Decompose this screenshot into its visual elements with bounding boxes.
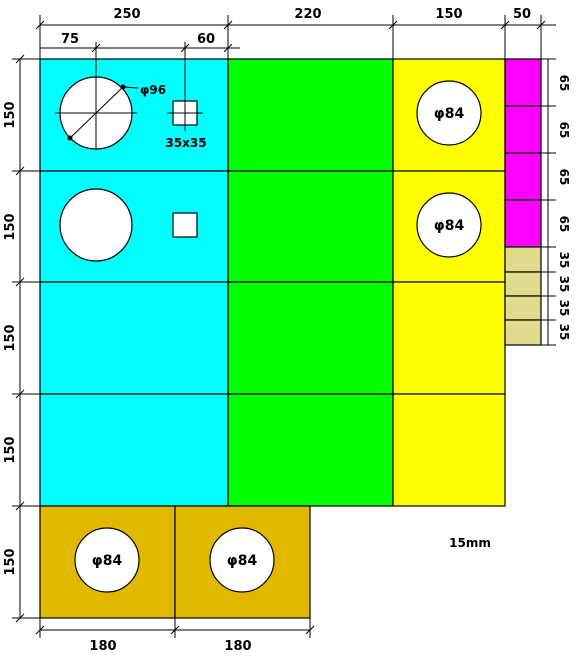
hole-84-yellow-2 <box>416 192 482 258</box>
right-dim-khaki-1: 35 <box>557 252 571 269</box>
khaki-strip-2 <box>504 271 542 297</box>
mustard-panel-2 <box>174 505 311 619</box>
leader-dot-2 <box>67 135 73 141</box>
left-dim-1: 150 <box>3 101 18 128</box>
left-dim-4: 150 <box>3 436 18 463</box>
bottom-dim-1: 180 <box>89 639 116 654</box>
dia84-label-1: φ84 <box>434 106 465 122</box>
right-dim-magenta-2: 65 <box>557 122 571 139</box>
square-label: 35x35 <box>165 136 206 150</box>
cyan-panel-row-3 <box>39 281 229 395</box>
yellow-panel-row-3 <box>392 281 506 395</box>
panel-grid <box>39 58 542 619</box>
right-dim-magenta-4: 65 <box>557 216 571 233</box>
hole-84-mustard-1 <box>74 527 140 593</box>
right-dim-khaki-2: 35 <box>557 276 571 293</box>
left-dim-3: 150 <box>3 324 18 351</box>
top-dim-4: 50 <box>513 7 531 22</box>
hole-labels: φ96 35x35 φ84 φ84 φ84 φ84 15mm <box>92 83 491 569</box>
top-dim-1: 250 <box>113 7 140 22</box>
hole-96-row-2 <box>59 188 133 262</box>
hole-84-yellow-1 <box>416 80 482 146</box>
left-dim-2: 150 <box>3 213 18 240</box>
magenta-strip-1 <box>504 58 542 107</box>
hole-84-mustard-2 <box>209 527 275 593</box>
hole-construction-lines <box>55 70 203 150</box>
bottom-dim-2: 180 <box>224 639 251 654</box>
khaki-strip-4 <box>504 319 542 346</box>
right-dim-khaki-3: 35 <box>557 300 571 317</box>
square-hole-row-2 <box>172 212 198 238</box>
yellow-panel-row-4 <box>392 393 506 507</box>
dia84-label-3: φ84 <box>92 553 123 569</box>
green-panel-row-4 <box>227 393 394 507</box>
top-dim-2: 220 <box>294 7 321 22</box>
top-dim-3: 150 <box>435 7 462 22</box>
dia84-label-4: φ84 <box>227 553 258 569</box>
leader-dot-1 <box>120 84 126 90</box>
sub-dim-2: 60 <box>197 32 215 47</box>
green-panel-row-3 <box>227 281 394 395</box>
green-panel-row-2 <box>227 170 394 283</box>
green-panel-row-1 <box>227 58 394 172</box>
dia96-label: φ96 <box>140 83 166 97</box>
dimension-lines <box>12 15 556 638</box>
right-dim-magenta-3: 65 <box>557 169 571 186</box>
dimension-labels: 250 220 150 50 75 60 150 150 150 150 150… <box>3 7 571 654</box>
magenta-strip-2 <box>504 105 542 154</box>
right-dim-magenta-1: 65 <box>557 75 571 92</box>
cyan-panel-row-4 <box>39 393 229 507</box>
left-dim-5: 150 <box>3 548 18 575</box>
sub-dim-1: 75 <box>61 32 79 47</box>
magenta-strip-4 <box>504 199 542 248</box>
dia84-label-2: φ84 <box>434 218 465 234</box>
khaki-strip-3 <box>504 295 542 321</box>
khaki-strip-1 <box>504 246 542 273</box>
magenta-strip-3 <box>504 152 542 201</box>
right-dim-khaki-4: 35 <box>557 324 571 341</box>
thickness-label: 15mm <box>449 536 491 550</box>
